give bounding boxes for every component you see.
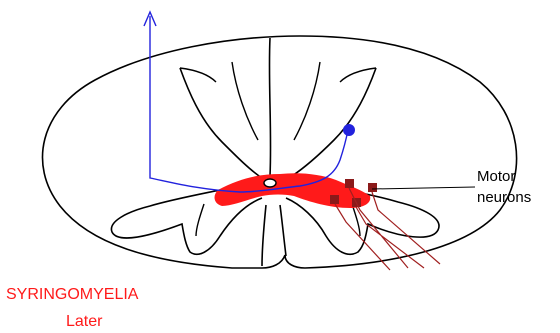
syrinx-lesion — [215, 173, 371, 208]
stage-label: Later — [66, 313, 103, 330]
anterior-horn-left — [196, 204, 204, 236]
motor-neuron — [330, 195, 339, 204]
dorsal-horn-left — [180, 62, 258, 140]
gray-matter-outline — [111, 68, 439, 254]
spinothalamic-tract — [150, 16, 348, 192]
motor-neurons-label-line1: Motor — [477, 168, 515, 185]
anterior-median-fissure — [262, 205, 286, 266]
dorsal-horn-right — [294, 62, 376, 140]
tract-cell-body — [343, 124, 355, 136]
motor-neurons-label-line2: neurons — [477, 189, 531, 206]
central-canal — [264, 179, 276, 187]
motor-neuron — [345, 179, 354, 188]
posterior-median-sulcus — [269, 38, 270, 176]
condition-label: SYRINGOMYELIA — [6, 286, 139, 303]
motor-neuron — [368, 183, 377, 192]
motor-neurons-leader-line — [372, 187, 475, 189]
